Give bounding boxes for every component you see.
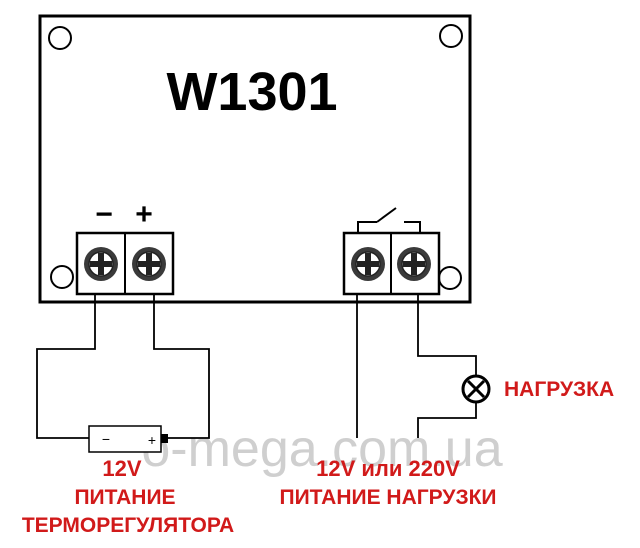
load-lamp-icon bbox=[461, 374, 491, 404]
screw-terminal-icon bbox=[397, 247, 431, 281]
plus-polarity-label: + bbox=[135, 198, 153, 231]
mounting-hole-icon bbox=[439, 24, 463, 48]
load-label: НАГРУЗКА bbox=[504, 378, 614, 401]
load-wires bbox=[356, 294, 477, 438]
watermark: o-mega.com.ua bbox=[141, 420, 502, 478]
supply-line2-label: ТЕРМОРЕГУЛЯТОРА bbox=[22, 514, 234, 537]
relay-terminal-block bbox=[342, 231, 441, 296]
controller-board: W1301 − + bbox=[38, 14, 472, 304]
screw-terminal-icon bbox=[84, 247, 118, 281]
battery-plus-label: + bbox=[148, 432, 156, 448]
board-title: W1301 bbox=[166, 62, 337, 122]
relay-switch-icon bbox=[357, 207, 421, 232]
mounting-hole-icon bbox=[50, 265, 74, 289]
mounting-hole-icon bbox=[48, 26, 72, 50]
load-supply-label: ПИТАНИЕ НАГРУЗКИ bbox=[279, 486, 496, 509]
screw-terminal-icon bbox=[132, 247, 166, 281]
screw-terminal-icon bbox=[351, 247, 385, 281]
supply-line1-label: ПИТАНИЕ bbox=[74, 486, 175, 509]
mounting-hole-icon bbox=[438, 266, 462, 290]
supply-voltage-label: 12V bbox=[102, 456, 141, 481]
minus-polarity-label: − bbox=[95, 198, 113, 231]
load-voltage-label: 12V или 220V bbox=[316, 456, 460, 481]
battery-minus-label: − bbox=[102, 431, 110, 447]
power-wires bbox=[36, 294, 210, 439]
power-terminal-block bbox=[75, 231, 175, 296]
battery-icon: − + bbox=[88, 425, 168, 453]
